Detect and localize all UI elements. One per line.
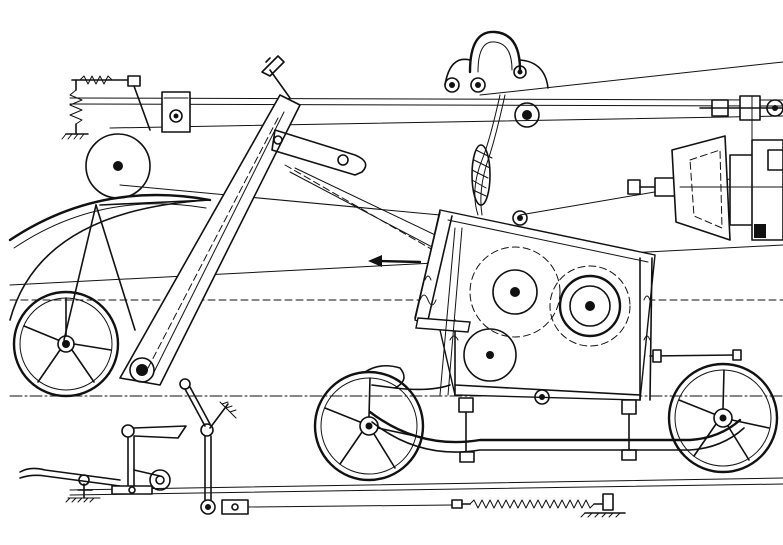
slide-bracket [161, 91, 191, 133]
spoked-wheel-icon [667, 362, 779, 474]
spoked-wheel-icon [313, 370, 425, 482]
tension-spring-icon [247, 493, 626, 518]
crank-lever-icon [119, 55, 367, 386]
coil-spring-icon [61, 75, 151, 140]
link-rod-left [111, 424, 187, 495]
guide-lines [9, 61, 783, 496]
pulley-icon [85, 133, 151, 199]
yarn-guide-icon [444, 30, 549, 93]
spindle-icon [627, 135, 783, 241]
arrow-left-icon [368, 255, 422, 267]
pedal-lever [19, 467, 121, 503]
spindle-yarn [471, 94, 506, 216]
gear-box-icon [414, 209, 742, 401]
bearing-assembly [699, 95, 783, 241]
link-rod-center [179, 378, 249, 515]
large-drum-wheel-icon [8, 193, 212, 341]
carriage [364, 364, 745, 463]
guide-roller-icon [512, 102, 540, 226]
spoked-wheel-icon [12, 290, 120, 398]
